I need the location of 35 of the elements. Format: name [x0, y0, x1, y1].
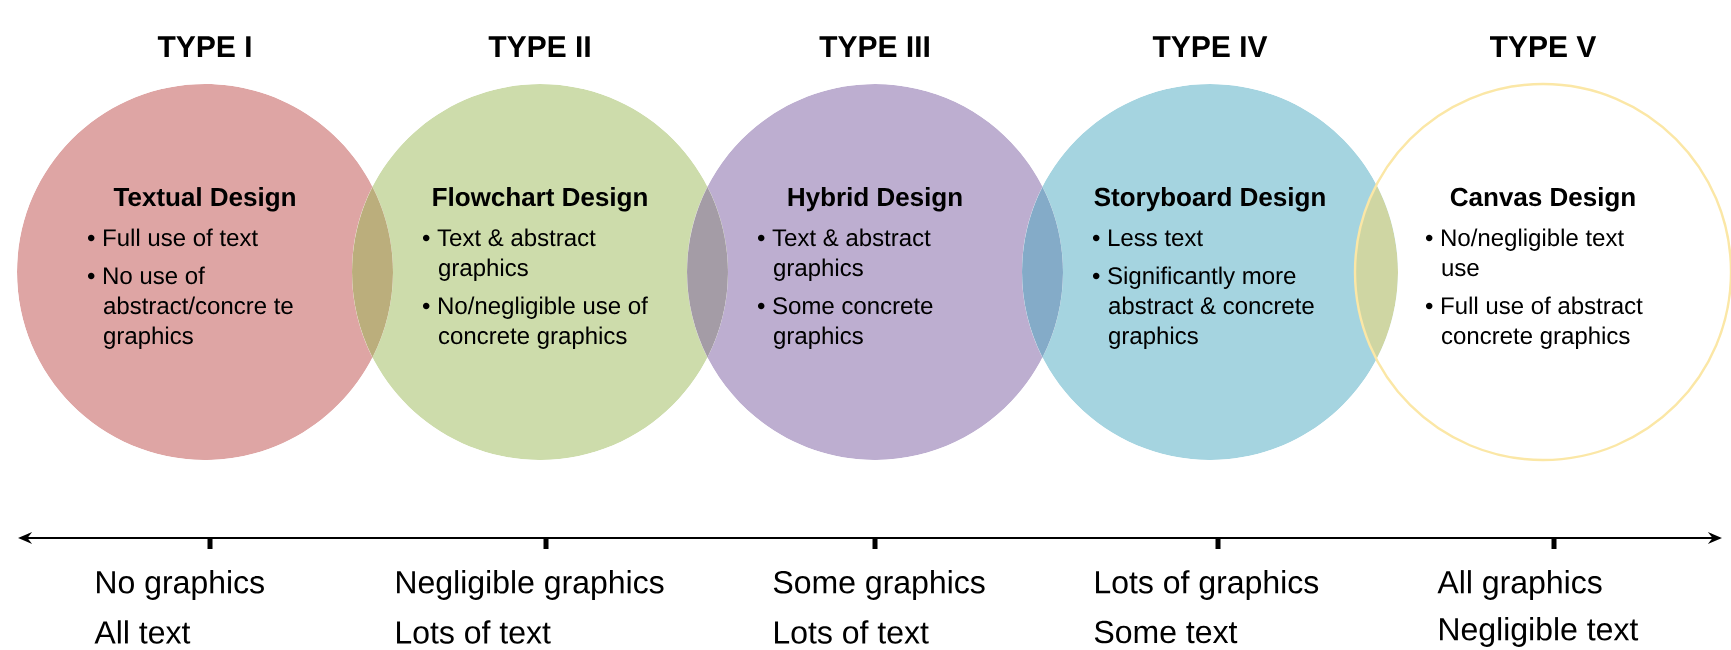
- axis-label: Negligible text: [1440, 617, 1639, 647]
- axis-label: Lots of text: [775, 620, 929, 644]
- axis-label: Some text: [1094, 620, 1238, 644]
- type-label: TYPE I: [157, 36, 251, 57]
- circle-heading: Textual Design: [113, 187, 295, 212]
- bullet-item: • Less text: [1092, 229, 1203, 247]
- circle-heading: Canvas Design: [1450, 187, 1635, 212]
- design-circle: [1353, 36, 1731, 462]
- circle-heading: Hybrid Design: [788, 187, 962, 212]
- bullet-item: • Full use of abstract concrete graphics: [1425, 296, 1643, 349]
- axis-label: Negligible graphics: [397, 570, 664, 600]
- bullet-item: • Text & abstract graphics: [422, 228, 596, 281]
- axis-label: All graphics: [1437, 570, 1602, 600]
- circle-heading: Storyboard Design: [1094, 187, 1325, 212]
- circle-heading: Flowchart Design: [433, 187, 647, 212]
- overlap-region: [1022, 186, 1063, 358]
- bullet-item: • No/negligible text use: [1425, 228, 1624, 277]
- bullet-item: • No use of abstract/concre te graphics: [87, 266, 293, 349]
- axis-label: Lots of graphics: [1096, 570, 1319, 600]
- bullet-item: • Text & abstract graphics: [757, 228, 931, 281]
- type-label: TYPE II: [488, 36, 590, 57]
- bullet-item: • Full use of text: [87, 228, 258, 247]
- type-label: TYPE IV: [1152, 36, 1268, 57]
- overlap-region: [1355, 184, 1398, 360]
- bullet-item: • Some concrete graphics: [757, 297, 933, 349]
- type-label: TYPE V: [1490, 36, 1597, 57]
- axis-label: All text: [94, 620, 191, 644]
- bullet-item: • No/negligible use of concrete graphics: [422, 296, 648, 349]
- bullet-item: • Significantly more abstract & concrete graphics: [1092, 266, 1314, 349]
- axis-label: No graphics: [97, 570, 264, 600]
- axis-label: Lots of text: [397, 620, 551, 644]
- axis-label: Some graphics: [773, 570, 985, 600]
- overlap-region: [687, 186, 728, 358]
- overlap-region: [352, 186, 393, 358]
- type-label: TYPE III: [819, 36, 929, 57]
